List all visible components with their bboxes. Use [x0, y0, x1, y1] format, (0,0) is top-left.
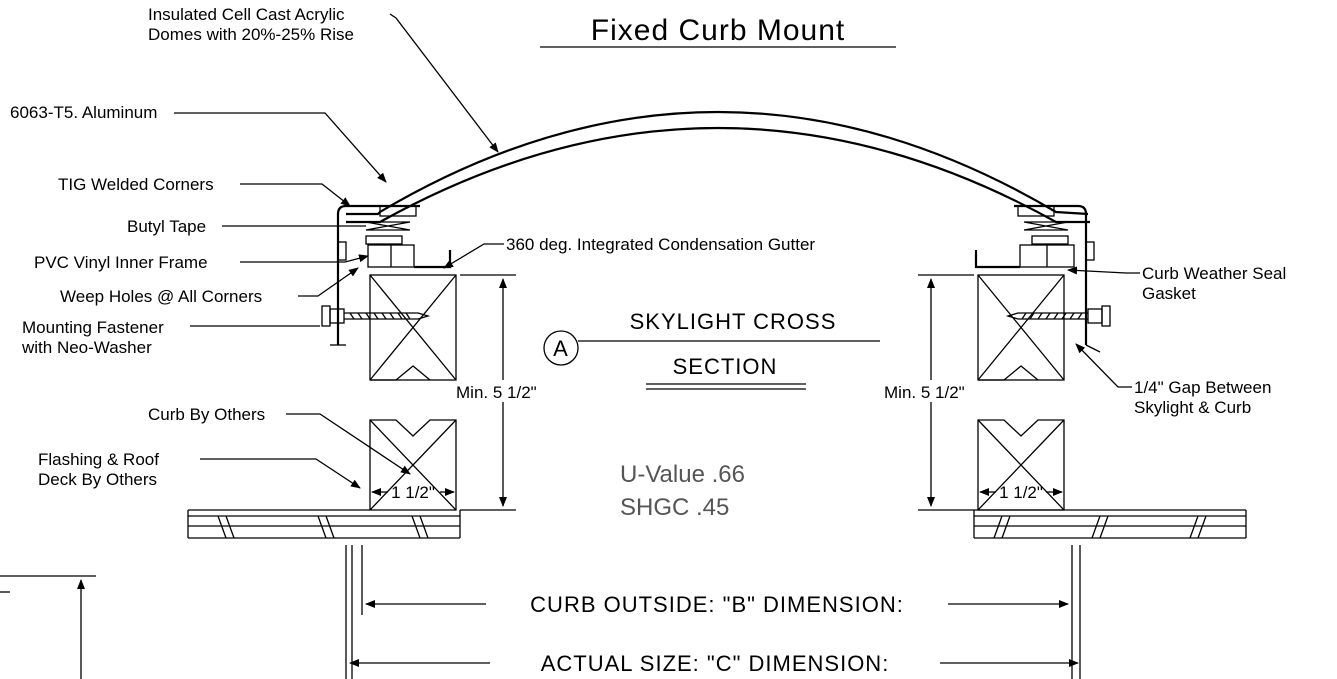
section-title-line-2: SECTION: [673, 354, 778, 379]
weep-leader: [298, 267, 359, 297]
dome-leader: [389, 13, 499, 153]
dome-label-line-1: Insulated Cell Cast Acrylic: [148, 5, 345, 24]
section-marker-letter: A: [553, 336, 569, 361]
tig-leader: [240, 183, 351, 207]
shgc-value: SHGC .45: [620, 494, 729, 521]
curb-outside-dimension: CURB OUTSIDE: "B" DIMENSION:: [530, 592, 904, 617]
curb-by-others-leader: [286, 413, 411, 475]
gasket-label-line-2: Gasket: [1142, 284, 1196, 303]
fastener-label-line-2: with Neo-Washer: [21, 338, 152, 357]
right-roof-deck: [973, 509, 1247, 539]
gutter-label: 360 deg. Integrated Condensation Gutter: [506, 235, 815, 254]
right-fastener: [1005, 305, 1111, 327]
right-curb: [977, 274, 1065, 511]
u-value: U-Value .66: [620, 461, 745, 488]
right-height-dimension: [918, 274, 974, 511]
right-min-height: Min. 5 1/2": [884, 383, 965, 402]
left-fastener: [321, 305, 431, 327]
pvc-label: PVC Vinyl Inner Frame: [34, 253, 208, 272]
acrylic-dome: [346, 110, 1090, 224]
gasket-label-line-1: Curb Weather Seal: [1142, 264, 1286, 283]
partial-dimension: [0, 575, 96, 679]
curb-outside-dimension-lines: [345, 545, 1081, 679]
tig-label: TIG Welded Corners: [58, 175, 214, 194]
left-curb-width: 1 1/2": [391, 483, 435, 502]
actual-size-dimension: ACTUAL SIZE: "C" DIMENSION:: [541, 651, 890, 676]
flashing-label-line-2: Deck By Others: [38, 470, 157, 489]
flashing-leader: [200, 458, 361, 489]
butyl-label: Butyl Tape: [127, 217, 206, 236]
gap-label-line-1: 1/4" Gap Between: [1134, 378, 1271, 397]
dome-label-line-2: Domes with 20%-25% Rise: [148, 25, 354, 44]
left-min-height: Min. 5 1/2": [456, 383, 537, 402]
aluminum-label: 6063-T5. Aluminum: [10, 103, 157, 122]
left-height-dimension: [460, 274, 516, 511]
right-curb-width: 1 1/2": [999, 483, 1043, 502]
curb-by-others-label: Curb By Others: [148, 405, 265, 424]
gutter-leader: [443, 243, 504, 269]
left-curb: [369, 274, 457, 511]
fastener-label-line-1: Mounting Fastener: [22, 318, 164, 337]
section-marker-circle: [543, 330, 579, 366]
section-title-line-1: SKYLIGHT CROSS: [630, 309, 837, 334]
gap-leader: [1075, 343, 1132, 388]
weep-label: Weep Holes @ All Corners: [60, 287, 262, 306]
aluminum-leader: [174, 112, 387, 183]
drawing-title: Fixed Curb Mount: [591, 14, 845, 47]
right-frame: [974, 204, 1101, 353]
pvc-leader: [240, 254, 369, 263]
flashing-label-line-1: Flashing & Roof: [38, 450, 159, 469]
gasket-leader: [1067, 266, 1140, 275]
gap-label-line-2: Skylight & Curb: [1134, 398, 1251, 417]
left-roof-deck: [187, 509, 461, 539]
